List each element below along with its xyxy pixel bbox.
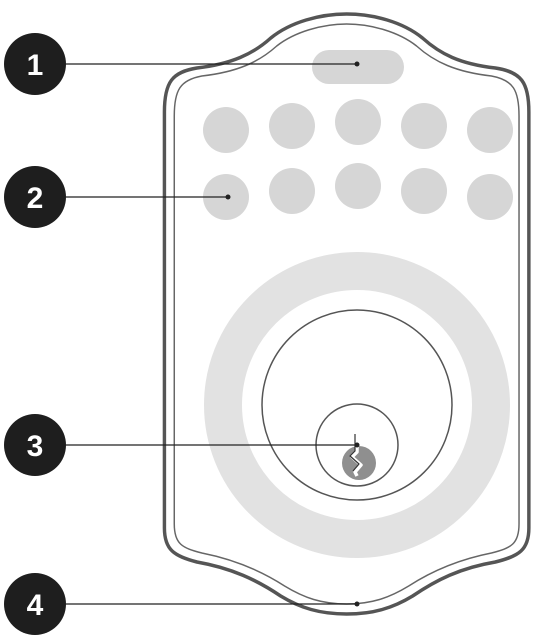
keypad-button[interactable] [335, 163, 381, 209]
leader-dot-1 [354, 61, 360, 67]
keypad-button[interactable] [203, 107, 249, 153]
keypad-button[interactable] [335, 99, 381, 145]
callout-number: 4 [27, 589, 44, 622]
keypad-button[interactable] [269, 103, 315, 149]
callout-number: 3 [27, 430, 44, 463]
callout-2: 2 [4, 166, 66, 228]
keypad-button[interactable] [467, 174, 513, 220]
callout-number: 1 [27, 49, 44, 82]
keypad-button[interactable] [269, 168, 315, 214]
callout-4: 4 [4, 573, 66, 635]
keypad-button[interactable] [467, 107, 513, 153]
callout-3: 3 [4, 414, 66, 476]
callout-badge [4, 33, 66, 95]
fingerprint-sensor[interactable] [312, 50, 404, 84]
deadbolt-ring [204, 252, 510, 558]
callout-badge [4, 414, 66, 476]
callout-badge [4, 573, 66, 635]
callout-number: 2 [27, 182, 44, 215]
keypad-button[interactable] [401, 168, 447, 214]
callout-1: 1 [4, 33, 66, 95]
leader-dot-2 [225, 194, 231, 200]
leader-dot-4 [354, 601, 360, 607]
callout-badge [4, 166, 66, 228]
leader-dot-3 [354, 442, 360, 448]
keypad-button[interactable] [401, 103, 447, 149]
